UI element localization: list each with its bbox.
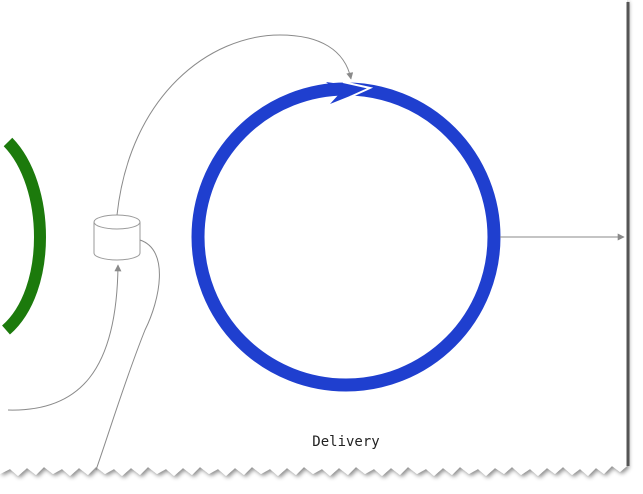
connector-datastore-to-bottom (95, 239, 160, 471)
delivery-cycle-arrow-notch (342, 81, 374, 98)
paper-sheet (0, 0, 627, 476)
left-cycle-arc (1, 137, 46, 335)
connector-datastore-to-delivery (116, 34, 354, 216)
connector-left-cycle-to-datastore (7, 264, 122, 411)
datastore-cylinder[interactable] (93, 214, 141, 261)
delivery-cycle-arrowhead (326, 82, 370, 104)
delivery-cycle-label: Delivery (312, 434, 379, 450)
